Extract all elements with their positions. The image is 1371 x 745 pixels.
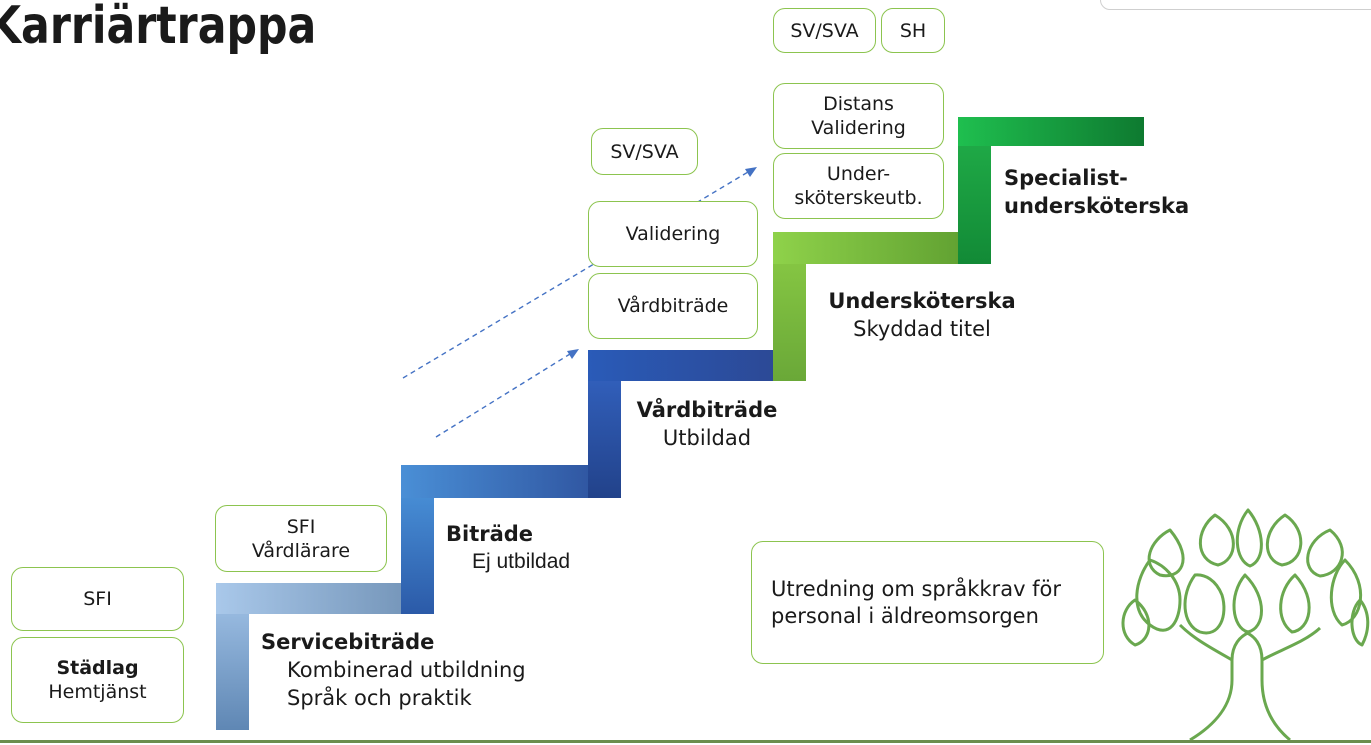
- tree-icon: [1121, 508, 1370, 742]
- label-bitrade-sub: Ej utbildad: [472, 550, 571, 573]
- label-bitrade-title: Biträde: [446, 522, 534, 546]
- box-svsva-mid-text: SV/SVA: [610, 140, 679, 163]
- label-servicebitrade-line1: Kombinerad utbildning: [287, 658, 526, 682]
- step-servicebitrade-tread: [216, 583, 434, 614]
- label-usk-sub: Skyddad titel: [853, 317, 991, 341]
- label-bitrade: Biträde Ej utbildad: [446, 520, 570, 576]
- box-sfi-vardlarare-line2: Vårdlärare: [251, 539, 351, 562]
- box-underskoterskeutb: Under- sköterskeutb.: [773, 153, 944, 219]
- label-vardbitrade-title: Vårdbiträde: [636, 398, 778, 422]
- box-vardbitrade-text: Vårdbiträde: [617, 295, 729, 317]
- box-distans-line2: Validering: [811, 117, 906, 139]
- box-validering-text: Validering: [625, 223, 721, 245]
- bottom-divider: [0, 740, 1371, 743]
- box-usk-line2: sköterskeutb.: [794, 187, 923, 209]
- box-svsva-mid: SV/SVA: [591, 128, 698, 175]
- box-svsva-top-text: SV/SVA: [790, 19, 859, 42]
- box-validering: Validering: [588, 201, 758, 267]
- label-specialist-line2: undersköterska: [1004, 194, 1190, 218]
- label-servicebitrade-line2: Språk och praktik: [287, 686, 472, 710]
- label-usk-title: Undersköterska: [828, 289, 1016, 313]
- box-distans-validering: Distans Validering: [773, 83, 944, 149]
- box-stadlag-sub: Hemtjänst: [48, 681, 147, 703]
- top-right-frame: [1100, 0, 1371, 10]
- box-sfi-vardlarare-line1: SFI: [286, 515, 316, 538]
- dashed-arrow-lower: [435, 349, 579, 438]
- box-usk-line1: Under-: [826, 163, 891, 185]
- label-servicebitrade: Servicebiträde Kombinerad utbildning Spr…: [261, 628, 526, 712]
- box-stadlag: Städlag Hemtjänst: [11, 637, 184, 723]
- step-usk-tread: [773, 232, 991, 264]
- box-stadlag-title: Städlag: [56, 657, 139, 679]
- label-underskoterska: Undersköterska Skyddad titel: [812, 287, 1032, 343]
- box-svsva-top: SV/SVA: [773, 8, 876, 53]
- step-vardbitrade-tread: [588, 350, 806, 381]
- box-distans-line1: Distans: [823, 93, 894, 115]
- box-utredning: Utredning om språkkrav för personal i äl…: [751, 541, 1104, 664]
- box-sh: SH: [881, 8, 945, 53]
- box-sfi-vardlarare: SFI Vårdlärare: [215, 505, 387, 572]
- page-title: Karriärtrappa: [0, 0, 317, 56]
- step-specialist-tread: [958, 117, 1144, 146]
- box-utredning-text: Utredning om språkkrav för personal i äl…: [771, 576, 1062, 628]
- step-bitrade-tread: [401, 465, 620, 498]
- box-sh-text: SH: [899, 19, 927, 42]
- label-vardbitrade: Vårdbiträde Utbildad: [632, 396, 782, 452]
- label-specialist: Specialist- undersköterska: [1004, 164, 1189, 220]
- box-vardbitrade: Vårdbiträde: [588, 273, 758, 339]
- label-vardbitrade-sub: Utbildad: [662, 426, 752, 450]
- box-sfi: SFI: [11, 567, 184, 631]
- label-servicebitrade-title: Servicebiträde: [261, 630, 435, 654]
- label-specialist-line1: Specialist-: [1004, 166, 1128, 190]
- box-sfi-text: SFI: [83, 588, 112, 610]
